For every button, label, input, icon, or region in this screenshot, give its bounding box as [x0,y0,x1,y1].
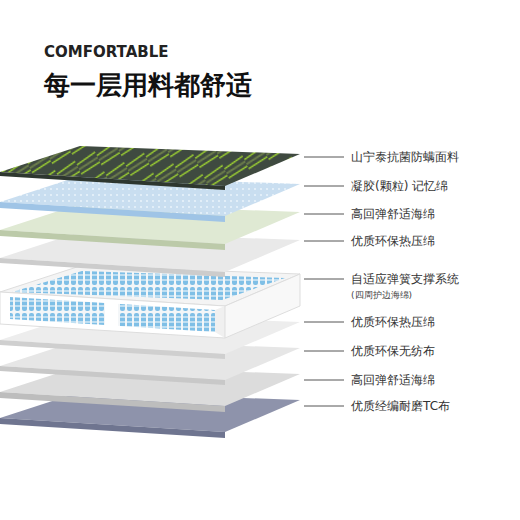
layer-label: 自适应弹簧支撑系统 [351,272,459,286]
layer-label: 优质环保热压绵 [351,234,435,248]
layer-label: 优质环保热压绵 [351,315,435,329]
layer-label: 凝胶(颗粒) 记忆绵 [351,179,448,193]
layer-label: 优质经编耐磨TC布 [351,399,450,413]
subtitle: COMFORTABLE [44,43,168,61]
layer-label: 山宁泰抗菌防螨面料 [351,150,459,164]
layer-label: 优质环保无纺布 [351,344,435,358]
layer-label: 高回弹舒适海绵 [351,373,435,387]
layer-note: (四周护边海绵) [351,290,412,301]
layer-label: 高回弹舒适海绵 [351,207,435,221]
heading: 每一层用料都舒适 [44,70,252,101]
